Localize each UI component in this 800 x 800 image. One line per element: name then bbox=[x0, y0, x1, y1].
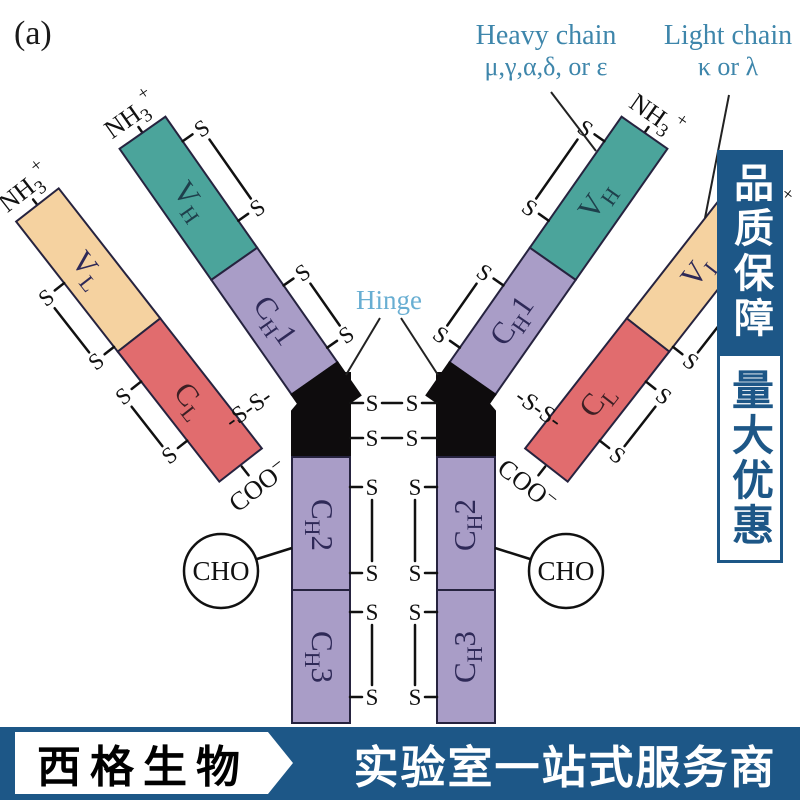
hinge-leader-right bbox=[400, 317, 439, 376]
cl-domain bbox=[523, 316, 671, 484]
promo-banner-discount: 量大优惠 bbox=[717, 353, 783, 563]
left-cho-circle bbox=[182, 532, 260, 610]
left-ch3-domain bbox=[291, 589, 351, 724]
disulfide-s: S bbox=[334, 321, 359, 349]
disulfide-s: S bbox=[409, 600, 422, 625]
right-ch2-domain bbox=[436, 456, 496, 591]
heavy-chain-subtitle: μ,γ,α,δ, or ε bbox=[485, 52, 608, 81]
hinge-label: Hinge bbox=[356, 285, 422, 315]
disulfide-s: S bbox=[409, 685, 422, 710]
light-chain-subtitle: κ or λ bbox=[698, 52, 759, 81]
light-chain-title: Light chain bbox=[664, 20, 792, 51]
footer-tagline: 实验室一站式服务商 bbox=[353, 741, 777, 794]
left-ch3-label: CH3 bbox=[300, 631, 340, 683]
right-cho-label: CHO bbox=[537, 556, 594, 586]
disulfide-s: S bbox=[678, 348, 703, 376]
right-ch3-label: CH3 bbox=[447, 631, 487, 683]
left-cho-label: CHO bbox=[192, 556, 249, 586]
disulfide-s: S bbox=[189, 115, 214, 143]
hinge-disulfide-bonds: S S S S bbox=[348, 391, 439, 451]
disulfide-s: S bbox=[366, 561, 379, 586]
ch2-ch3-disulfide-bonds: S S S S S S S S bbox=[348, 475, 439, 710]
left-ch2-label: CH2 bbox=[300, 499, 340, 551]
hinge-leader-left bbox=[345, 317, 381, 376]
right-ch2-label: CH2 bbox=[447, 499, 487, 551]
disulfide-s: S bbox=[366, 600, 379, 625]
disulfide-s: S bbox=[83, 348, 108, 376]
disulfide-s: S bbox=[409, 475, 422, 500]
disulfide-s: S bbox=[290, 259, 315, 287]
right-ch3-domain bbox=[436, 589, 496, 724]
heavy-chain-leader bbox=[550, 91, 597, 152]
disulfide-s: S bbox=[245, 194, 270, 222]
disulfide-s: S bbox=[366, 391, 379, 416]
figure-label: (a) bbox=[14, 15, 52, 52]
disulfide-s: S bbox=[472, 259, 497, 287]
disulfide-s: S bbox=[157, 441, 182, 469]
cl-domain bbox=[116, 316, 264, 484]
disulfide-s: S bbox=[517, 194, 542, 222]
footer-bar: 西格生物 实验室一站式服务商 bbox=[0, 727, 800, 800]
footer-brand-name: 西格生物 bbox=[15, 732, 293, 794]
disulfide-s: S bbox=[406, 391, 419, 416]
disulfide-s: S bbox=[366, 475, 379, 500]
heavy-chain-title: Heavy chain bbox=[476, 20, 617, 51]
disulfide-s: S bbox=[605, 441, 630, 469]
promo-banner-quality: 品质保障 bbox=[717, 150, 783, 353]
disulfide-s: S bbox=[366, 685, 379, 710]
left-hinge-region bbox=[291, 372, 351, 458]
disulfide-s: S bbox=[366, 426, 379, 451]
disulfide-s: S bbox=[428, 321, 453, 349]
right-cho-circle bbox=[527, 532, 605, 610]
disulfide-s: S bbox=[406, 426, 419, 451]
disulfide-s: S bbox=[409, 561, 422, 586]
left-interchain-bond: -S-S- bbox=[220, 384, 276, 434]
right-hinge-region bbox=[436, 372, 496, 458]
